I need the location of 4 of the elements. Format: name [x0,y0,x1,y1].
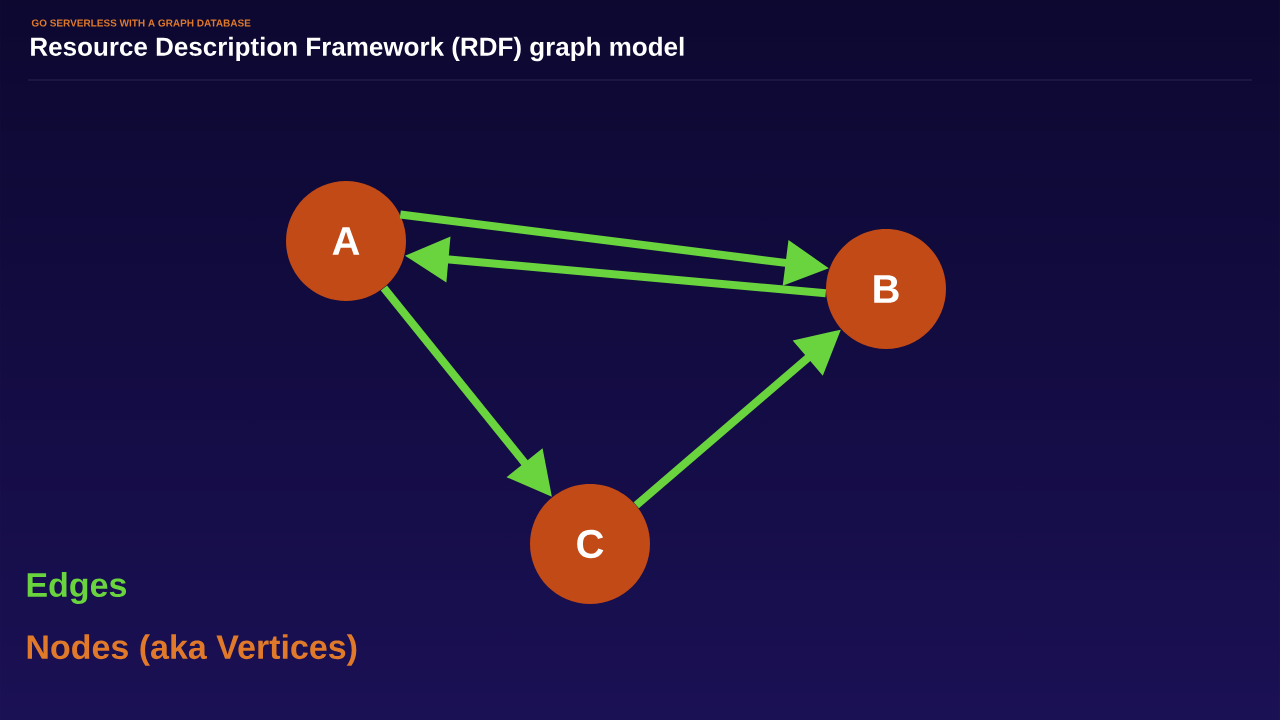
subtitle: GO SERVERLESS WITH A GRAPH DATABASE [31,19,251,27]
legend-text: Nodes (aka Vertices) [27,634,357,666]
slide-title: Resource Description Framework (RDF) graph model [31,36,684,62]
legend-text: Edges [27,572,127,604]
